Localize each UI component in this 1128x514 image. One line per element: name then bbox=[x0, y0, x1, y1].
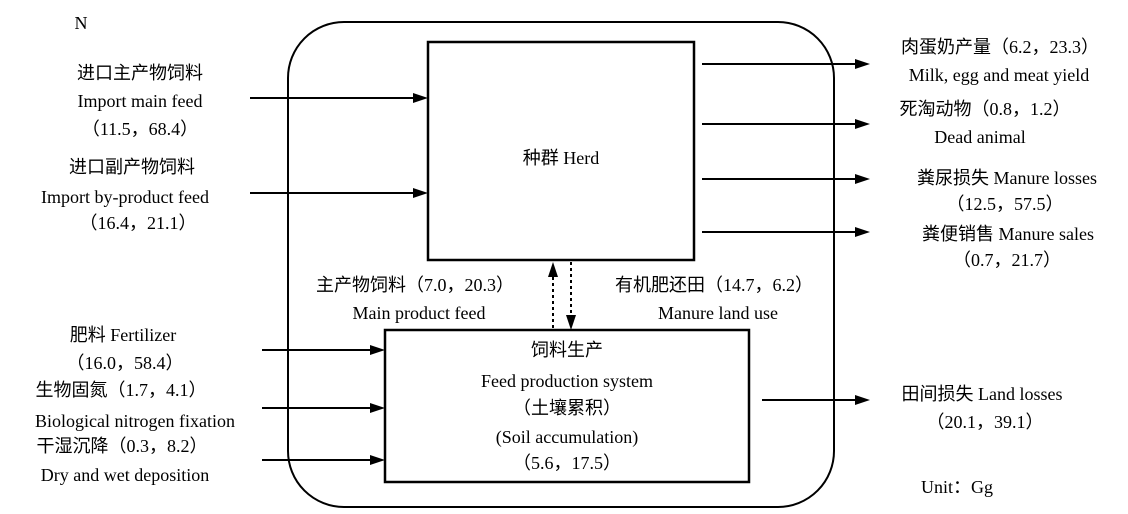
output-label-line2: Milk, egg and meat yield bbox=[909, 65, 1089, 85]
output-label-line1: 粪便销售 Manure sales bbox=[922, 224, 1094, 244]
output-label-line1: 田间损失 Land losses bbox=[902, 384, 1063, 404]
output-label-line1: 肉蛋奶产量（6.2，23.3） bbox=[901, 37, 1099, 57]
herd-box bbox=[426, 40, 696, 262]
soil-accumulation-zh: （土壤累积） bbox=[513, 398, 621, 418]
soil-accumulation-values: （5.6，17.5） bbox=[513, 453, 621, 473]
herd-label: 种群 Herd bbox=[523, 148, 599, 168]
arrow-head bbox=[413, 93, 428, 103]
feed-production-title-zh: 饲料生产 bbox=[531, 340, 603, 360]
input-biological-nitrogen-fixation: 生物固氮（1.7，4.1） Biological nitrogen fixati… bbox=[35, 380, 385, 431]
flow-label-line1: 主产物饲料（7.0，20.3） bbox=[316, 275, 514, 295]
arrow-head-down bbox=[566, 315, 576, 330]
output-label-line2: （20.1，39.1） bbox=[927, 412, 1044, 432]
element-label: N bbox=[75, 13, 88, 33]
system-boundary bbox=[287, 21, 835, 508]
output-manure-sales: 粪便销售 Manure sales （0.7，21.7） bbox=[702, 224, 1094, 270]
input-fertilizer: 肥料 Fertilizer （16.0，58.4） bbox=[67, 325, 385, 373]
arrow-head bbox=[855, 59, 870, 69]
input-import-main-feed: 进口主产物饲料 Import main feed （11.5，68.4） bbox=[77, 63, 428, 139]
flow-manure-land-use: 有机肥还田（14.7，6.2） Manure land use bbox=[566, 262, 813, 330]
output-label-line2: Dead animal bbox=[934, 127, 1025, 147]
output-label-line1: 死淘动物（0.8，1.2） bbox=[900, 99, 1071, 119]
input-label-line1: 干湿沉降（0.3，8.2） bbox=[37, 436, 208, 456]
input-label-en: Import main feed bbox=[78, 91, 203, 111]
input-values: （16.4，21.1） bbox=[80, 213, 197, 233]
flow-label-line2: Main product feed bbox=[353, 303, 486, 323]
input-label-line2: Dry and wet deposition bbox=[41, 465, 209, 485]
input-label-zh: 进口副产物饲料 bbox=[69, 157, 195, 177]
input-label-line1: 生物固氮（1.7，4.1） bbox=[36, 380, 207, 400]
feed-production-labels: 饲料生产 Feed production system （土壤累积） (Soil… bbox=[481, 340, 653, 473]
input-label-line2: （16.0，58.4） bbox=[67, 353, 184, 373]
input-label-en: Import by-product feed bbox=[41, 187, 209, 207]
output-milk-egg-meat: 肉蛋奶产量（6.2，23.3） Milk, egg and meat yield bbox=[702, 37, 1099, 85]
output-label-line2: （12.5，57.5） bbox=[947, 194, 1064, 214]
flow-main-product-feed: 主产物饲料（7.0，20.3） Main product feed bbox=[316, 262, 558, 328]
input-values: （11.5，68.4） bbox=[82, 119, 198, 139]
flow-label-line2: Manure land use bbox=[658, 303, 778, 323]
arrow-head bbox=[855, 395, 870, 405]
arrow-head-up bbox=[548, 262, 558, 277]
output-manure-losses: 粪尿损失 Manure losses （12.5，57.5） bbox=[702, 168, 1097, 214]
input-dry-wet-deposition: 干湿沉降（0.3，8.2） Dry and wet deposition bbox=[37, 436, 385, 485]
arrow-head bbox=[413, 188, 428, 198]
feed-production-box bbox=[383, 328, 751, 484]
arrow-head bbox=[855, 174, 870, 184]
input-label-line2: Biological nitrogen fixation bbox=[35, 411, 235, 431]
arrow-head bbox=[370, 345, 385, 355]
output-land-losses: 田间损失 Land losses （20.1，39.1） bbox=[762, 384, 1063, 432]
arrow-head bbox=[370, 455, 385, 465]
arrow-head bbox=[855, 227, 870, 237]
flow-label-line1: 有机肥还田（14.7，6.2） bbox=[615, 275, 813, 295]
input-label-zh: 进口主产物饲料 bbox=[77, 63, 203, 83]
arrow-head bbox=[855, 119, 870, 129]
output-dead-animal: 死淘动物（0.8，1.2） Dead animal bbox=[702, 99, 1071, 147]
input-import-by-product-feed: 进口副产物饲料 Import by-product feed （16.4，21.… bbox=[41, 157, 428, 233]
unit-label: Unit：Gg bbox=[921, 477, 993, 497]
feed-production-title-en: Feed production system bbox=[481, 371, 653, 391]
input-label-line1: 肥料 Fertilizer bbox=[70, 325, 176, 345]
soil-accumulation-en: (Soil accumulation) bbox=[496, 427, 638, 448]
output-label-line2: （0.7，21.7） bbox=[953, 250, 1061, 270]
arrow-head bbox=[370, 403, 385, 413]
output-label-line1: 粪尿损失 Manure losses bbox=[917, 168, 1097, 188]
